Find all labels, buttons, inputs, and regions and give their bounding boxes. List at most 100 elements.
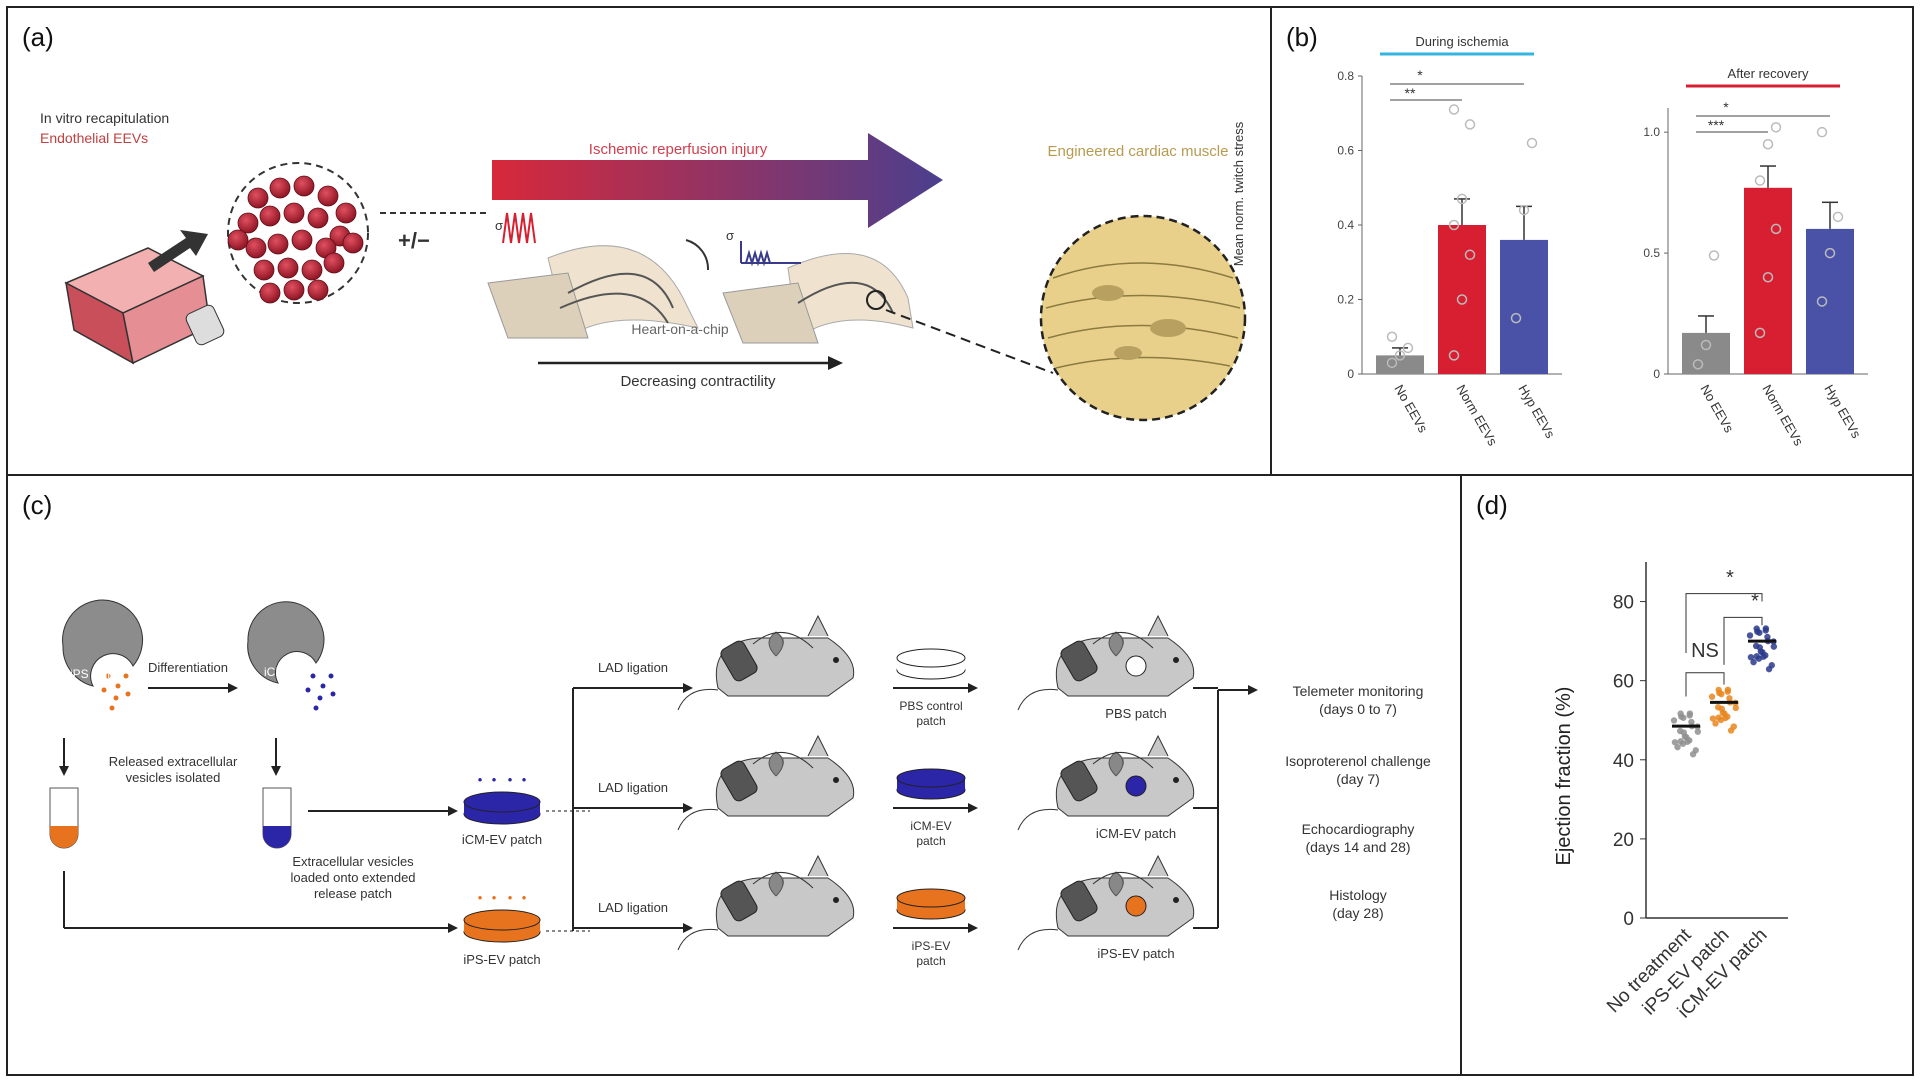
significance-label: * [1723, 99, 1729, 115]
icm-vesicle-dot [330, 691, 336, 697]
data-point [1692, 359, 1704, 370]
heart-shape [768, 751, 784, 777]
y-tick-label: 0 [1623, 909, 1634, 930]
telemeter [720, 640, 758, 682]
panel-c: (c) iPS cells Differentiation iCMs Relea… [6, 474, 1462, 1076]
y-tick-label: 0.6 [1337, 144, 1354, 158]
data-point [1718, 705, 1725, 713]
y-tick-label: 0.2 [1337, 293, 1354, 307]
vesicle-dot [307, 207, 329, 229]
vesicle-dot [267, 233, 289, 255]
panel-a-label: (a) [22, 22, 54, 52]
data-point [1765, 665, 1773, 673]
patch-spot [1125, 895, 1147, 917]
patch-result-label: PBS patch [1105, 706, 1166, 721]
chart-d-ylabel: Ejection fraction (%) [1553, 687, 1575, 866]
mouse-tail [1017, 808, 1059, 831]
data-point [1689, 750, 1697, 758]
data-point [1816, 296, 1828, 307]
chip-label: Heart-on-a-chip [631, 321, 728, 337]
data-point [1770, 122, 1782, 133]
x-tick-label: No EEVs [1391, 382, 1431, 436]
patch-ev-dot: • [522, 772, 527, 787]
lad-arrowhead [683, 923, 693, 933]
outcome-label: Telemeter monitoring(days 0 to 7) [1293, 683, 1424, 717]
vesicle-dot [301, 259, 323, 281]
patch-result-label: iPS-EV patch [1097, 946, 1174, 961]
data-point [1386, 357, 1398, 369]
ips-vesicle-dot [105, 673, 111, 679]
data-point [1448, 219, 1460, 231]
data-point [1448, 104, 1460, 115]
bar [1744, 187, 1792, 374]
data-point [1518, 204, 1530, 216]
patch-result-label: iCM-EV patch [1096, 826, 1176, 841]
data-point [1724, 688, 1731, 695]
mouse-tail [677, 928, 719, 951]
y-tick-label: 0.8 [1337, 69, 1354, 83]
heart-shape [1108, 751, 1124, 777]
row-patch [896, 768, 966, 800]
significance-label: ** [1405, 85, 1416, 101]
icm-patch-label: iCM-EV patch [462, 832, 542, 847]
bar [1806, 228, 1854, 374]
data-point [1526, 137, 1538, 149]
x-tick-label: Hyp EEVs [1515, 382, 1558, 441]
data-point [1816, 126, 1828, 138]
telemeter [1060, 640, 1098, 682]
vesicle-dot [269, 177, 291, 199]
chart-title: After recovery [1728, 66, 1809, 81]
y-tick-label: 1.0 [1643, 125, 1660, 139]
ips-vesicle-dot [123, 673, 129, 679]
wire [1092, 871, 1154, 889]
vesicle-dot [259, 282, 281, 304]
mouse-body [715, 637, 855, 697]
ips-tube-icon [49, 787, 79, 849]
data-point [1746, 632, 1754, 639]
vesicle-dot [227, 229, 249, 251]
apply-arrowhead [968, 923, 978, 933]
wire [752, 751, 814, 769]
x-tick-label: Norm EEVs [1759, 382, 1806, 449]
mouse-ear [1147, 734, 1169, 757]
data-point [1394, 350, 1406, 361]
data-point [1726, 695, 1733, 702]
mouse-body [1055, 877, 1195, 937]
vesicle-dot [342, 232, 364, 254]
mouse-body [1055, 757, 1195, 817]
data-point [1712, 720, 1719, 727]
icm-vesicle-dot [305, 687, 311, 693]
heart-shape [1108, 871, 1124, 897]
vesicle-dot [247, 187, 269, 209]
vesicle-dot [245, 237, 267, 259]
vesicle-dot [277, 257, 299, 279]
data-point [1750, 658, 1757, 666]
data-point [1762, 272, 1774, 283]
data-point [1762, 139, 1774, 150]
y-tick-label: 0 [1653, 367, 1660, 381]
vesicle-dot [293, 175, 315, 197]
data-point [1717, 716, 1725, 724]
patch-top [896, 768, 966, 788]
bar [1438, 225, 1486, 374]
panel-a: (a) In vitro recapitulation Endothelial … [6, 6, 1272, 476]
vesicle-dot [307, 279, 329, 301]
ips-cells-label: iPS cells [70, 667, 116, 681]
wire [1092, 631, 1154, 649]
mouse-eye [833, 777, 839, 783]
vesicle-dot [253, 259, 275, 281]
bracket-2 [1723, 616, 1763, 665]
vesicle-dot [283, 279, 305, 301]
ips-vesicle-dot [113, 695, 119, 701]
wire [752, 871, 814, 889]
mouse-tail [1017, 688, 1059, 711]
telemeter [720, 760, 758, 802]
data-point [1402, 342, 1414, 354]
vesicle-dot [237, 212, 259, 234]
data-point [1727, 727, 1735, 734]
